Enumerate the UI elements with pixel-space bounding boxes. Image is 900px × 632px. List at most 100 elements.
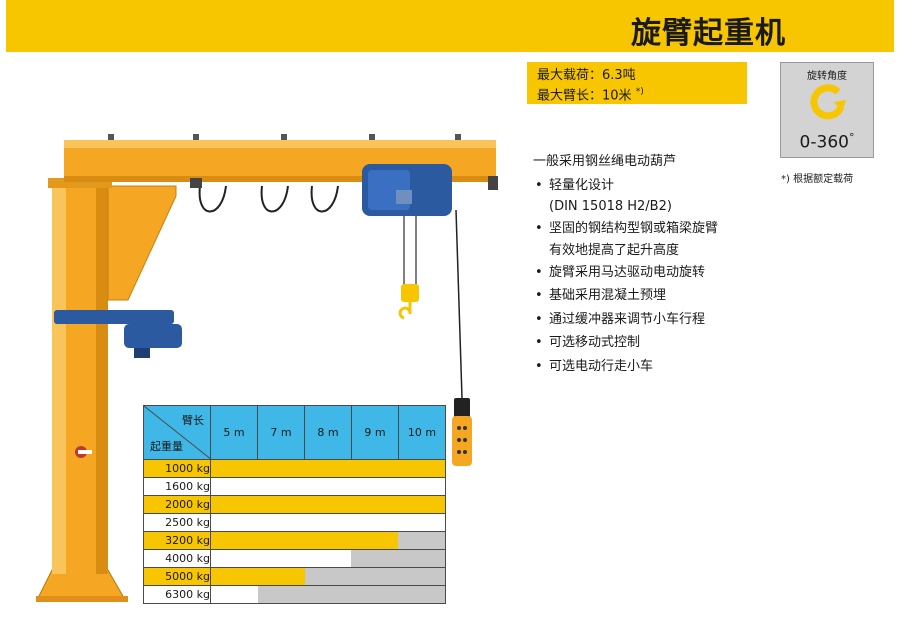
feature-text: 坚固的钢结构型钢或箱梁旋臂 (549, 221, 719, 236)
spec-box: 最大载荷：6.3吨 最大臂长：10米 *) (527, 62, 747, 104)
rotation-range: 0-360 (799, 133, 849, 153)
feature-subtext: (DIN 15018 H2/B2) (549, 199, 672, 214)
rotation-value: 0-360° (781, 131, 873, 153)
table-row: 2000 kg (143, 495, 446, 514)
capacity-unavailable-bar (257, 586, 445, 603)
page-title: 旋臂起重机 (631, 16, 786, 51)
load-label: 6300 kg (143, 585, 211, 604)
capacity-unavailable-bar (351, 550, 445, 567)
table-corner: 臂长 起重量 (143, 405, 212, 460)
load-label: 5000 kg (143, 567, 211, 586)
crane-base-plate (36, 596, 128, 602)
table-row: 4000 kg (143, 549, 446, 568)
slew-motor (124, 324, 182, 348)
footnote: *) 根据额定载荷 (781, 174, 854, 185)
hook-block (401, 284, 419, 302)
capacity-unavailable-bar (304, 568, 445, 585)
capacity-unavailable-bar (398, 532, 445, 549)
table-row: 1600 kg (143, 477, 446, 496)
pendant-strain (454, 398, 470, 418)
corner-diagonal (144, 406, 212, 460)
end-stop (488, 176, 498, 190)
feature-text: 可选移动式控制 (549, 335, 641, 350)
feature-list: 一般采用钢丝绳电动葫芦 轻量化设计 (DIN 15018 H2/B2) 坚固的钢结构… (533, 150, 718, 378)
capacity-available-bar (211, 532, 399, 549)
feature-item: 可选移动式控制 (533, 331, 718, 355)
feature-text: 轻量化设计 (549, 177, 615, 193)
load-label: 2500 kg (143, 513, 211, 532)
arm-length-header: 9 m (351, 405, 399, 460)
capacity-bar-cell (210, 567, 446, 586)
pendant-control (452, 416, 472, 466)
arm-length-header: 5 m (210, 405, 258, 460)
rotation-box: 旋转角度 0-360° (780, 62, 874, 158)
arm-length-header: 7 m (257, 405, 305, 460)
capacity-bar (211, 478, 445, 495)
corner-arm-label: 臂长 (182, 414, 204, 427)
feature-text: 基础采用混凝土预埋 (549, 288, 667, 303)
max-arm-line: 最大臂长：10米 *) (537, 84, 747, 104)
feature-item: 旋臂采用马达驱动电动旋转 (533, 261, 718, 285)
load-label: 1000 kg (143, 459, 211, 478)
cable-trolley (190, 178, 202, 188)
load-label: 2000 kg (143, 495, 211, 514)
capacity-bar-cell (210, 585, 446, 604)
capacity-bar (211, 532, 445, 549)
capacity-bar-cell (210, 477, 446, 496)
arm-length-header: 10 m (398, 405, 446, 460)
hook-icon (398, 302, 412, 320)
capacity-bar-cell (210, 459, 446, 478)
festoon-cable (198, 185, 339, 213)
table-row: 2500 kg (143, 513, 446, 532)
capacity-bar-cell (210, 549, 446, 568)
corner-load-label: 起重量 (150, 440, 183, 453)
pendant-cable (455, 209, 463, 399)
capacity-bar-cell (210, 513, 446, 532)
max-load-text: 最大载荷：6.3吨 (537, 68, 636, 83)
capacity-available-bar (211, 496, 445, 513)
capacity-bar (211, 514, 445, 531)
feature-heading: 一般采用钢丝绳电动葫芦 (533, 154, 677, 169)
feature-text: 旋臂采用马达驱动电动旋转 (549, 264, 706, 280)
table-row: 1000 kg (143, 459, 446, 478)
hoist-label-plate (396, 190, 412, 204)
switch-handle (78, 450, 92, 454)
slewing-collar (54, 310, 174, 324)
table-row: 3200 kg (143, 531, 446, 550)
capacity-bar (211, 496, 445, 513)
pendant-buttons (457, 426, 467, 454)
load-label: 1600 kg (143, 477, 211, 496)
column-cap (48, 178, 112, 188)
rotation-label: 旋转角度 (807, 71, 847, 82)
jib-bolts (108, 134, 461, 140)
jib-arm-bottom (64, 176, 496, 182)
feature-text: 通过缓冲器来调节小车行程 (549, 311, 706, 327)
capacity-bar-cell (210, 495, 446, 514)
capacity-bar (211, 460, 445, 477)
note-mark: *) (635, 87, 644, 97)
feature-item: 通过缓冲器来调节小车行程 (533, 308, 718, 332)
capacity-bar (211, 586, 445, 603)
crane-base (37, 569, 125, 599)
title-banner: 旋臂起重机 (6, 0, 894, 52)
feature-items: 轻量化设计 (DIN 15018 H2/B2) 坚固的钢结构型钢或箱梁旋臂有效地提高… (533, 174, 718, 379)
column-highlight (52, 186, 66, 574)
jib-gusset (107, 185, 177, 301)
jib-crane-illustration (36, 134, 498, 602)
capacity-available-bar (211, 460, 445, 477)
arm-length-header: 8 m (304, 405, 352, 460)
load-label: 3200 kg (143, 531, 211, 550)
feature-item: 基础采用混凝土预埋 (533, 284, 718, 308)
feature-subtext: 有效地提高了起升高度 (549, 242, 680, 258)
capacity-bar (211, 568, 445, 585)
rotation-arrow-icon (810, 84, 846, 120)
feature-item: 可选电动行走小车 (533, 355, 718, 379)
capacity-available-bar (211, 568, 305, 585)
degree-unit: ° (848, 131, 855, 145)
capacity-bar (211, 550, 445, 567)
load-label: 4000 kg (143, 549, 211, 568)
